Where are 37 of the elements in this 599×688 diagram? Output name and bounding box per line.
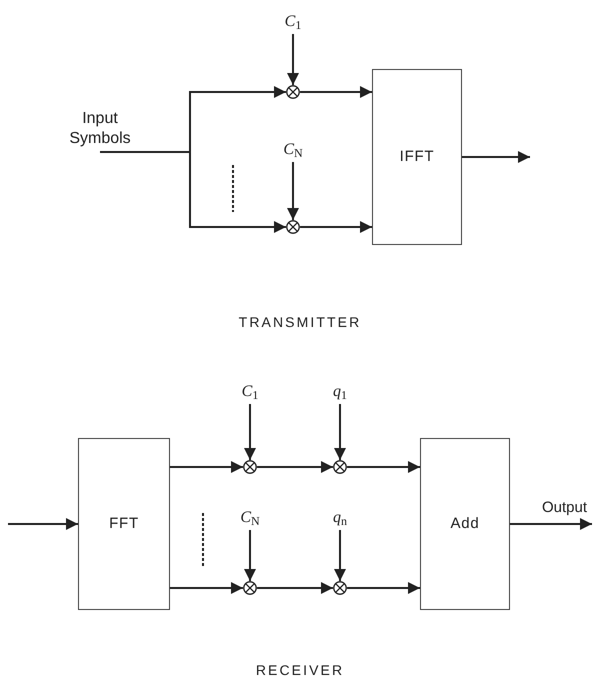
signal-label: q$_{1}$	[323, 380, 357, 404]
multiplier-symbol	[286, 85, 300, 99]
arrow	[170, 461, 243, 473]
signal-label: q$_{n}$	[323, 506, 357, 530]
multiplier-symbol	[243, 460, 257, 474]
signal-label: C$_{N}$	[231, 506, 269, 530]
arrow	[257, 461, 333, 473]
arrow	[244, 530, 256, 581]
arrow	[334, 404, 346, 460]
arrow	[300, 86, 372, 98]
arrow	[8, 518, 78, 530]
process-box: Add	[420, 438, 510, 610]
arrow	[170, 582, 243, 594]
edge-label: Output	[540, 500, 590, 515]
multiplier-symbol	[333, 581, 347, 595]
arrow	[347, 582, 420, 594]
section-title: TRANSMITTER	[238, 313, 362, 332]
multiplier-symbol	[286, 220, 300, 234]
multiplier-symbol	[333, 460, 347, 474]
arrow	[334, 530, 346, 581]
arrow	[257, 582, 333, 594]
multiplier-symbol	[243, 581, 257, 595]
arrow	[287, 34, 299, 85]
arrow	[300, 221, 372, 233]
signal-label: Input Symbols	[60, 106, 140, 152]
process-box: IFFT	[372, 69, 462, 245]
arrow	[100, 151, 286, 233]
arrow	[287, 162, 299, 220]
arrow	[244, 404, 256, 460]
arrow	[462, 151, 530, 163]
signal-label: C$_{1}$	[276, 10, 310, 34]
process-box: FFT	[78, 438, 170, 610]
arrow	[347, 461, 420, 473]
signal-label: C$_{1}$	[233, 380, 267, 404]
signal-label: C$_{N}$	[274, 138, 312, 162]
arrow	[510, 518, 592, 530]
section-title: RECEIVER	[256, 661, 344, 680]
